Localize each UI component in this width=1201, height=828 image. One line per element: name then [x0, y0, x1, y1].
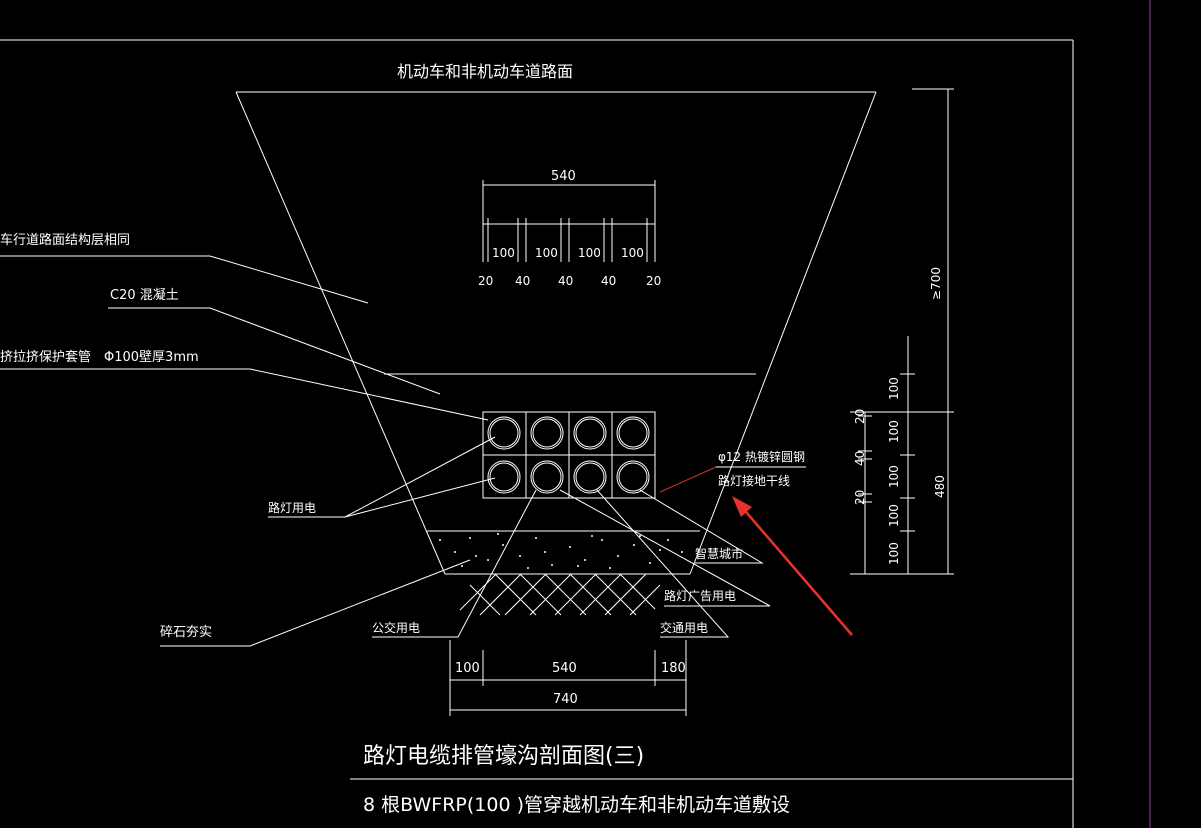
dim-right-stack-5: 100	[887, 542, 901, 565]
pipe	[618, 462, 648, 492]
dim-right-stack-4: 100	[887, 504, 901, 527]
label-smart-city: 智慧城市	[695, 546, 743, 561]
label-bus-power: 公交用电	[372, 620, 420, 635]
dim-right-stack-1: 100	[887, 377, 901, 400]
pipe	[618, 418, 648, 448]
dim-bottom-total: 740	[553, 692, 578, 707]
label-gravel: 碎石夯实	[160, 625, 212, 640]
dim-right-depth: ≥700	[929, 267, 943, 300]
dim-gap-2: 40	[515, 274, 530, 288]
right-dimension	[850, 88, 954, 575]
label-streetlight-power: 路灯用电	[268, 500, 316, 515]
drawing-subtitle: 8 根BWFRP(100 )管穿越机动车和非机动车道敷设	[363, 794, 790, 816]
label-protective-pipe: 挤拉挤保护套管 Φ100壁厚3mm	[0, 349, 199, 365]
road-surface-label: 机动车和非机动车道路面	[397, 62, 573, 81]
red-arrow-annotation	[732, 496, 853, 636]
dim-cell-2: 100	[535, 246, 558, 260]
pipe	[532, 418, 562, 448]
dim-cell-3: 100	[578, 246, 601, 260]
pipe	[616, 416, 650, 450]
dim-right-gap-3: 20	[853, 490, 867, 505]
dim-bottom-mid: 540	[552, 661, 577, 676]
dim-cell-4: 100	[621, 246, 644, 260]
drawing-frame	[0, 0, 1151, 828]
dim-right-stack-2: 100	[887, 420, 901, 443]
pipe	[575, 462, 605, 492]
label-ground-wire: 路灯接地干线	[718, 473, 790, 488]
pipe	[530, 416, 564, 450]
dim-gap-5: 20	[646, 274, 661, 288]
dim-cell-1: 100	[492, 246, 515, 260]
dim-bottom-right: 180	[661, 661, 686, 676]
pipe	[575, 418, 605, 448]
pipe	[573, 416, 607, 450]
dim-gap-1: 20	[478, 274, 493, 288]
top-dimension	[482, 180, 656, 262]
bottom-dimension	[449, 640, 687, 716]
label-traffic-power: 交通用电	[660, 620, 708, 635]
label-layer-structure: 车行道路面结构层相同	[0, 232, 130, 248]
pipe	[530, 460, 564, 494]
pipe	[489, 462, 519, 492]
dim-right-gap-1: 20	[853, 409, 867, 424]
gravel-layer	[439, 533, 683, 569]
pipe	[487, 460, 521, 494]
label-ad-power: 路灯广告用电	[664, 588, 736, 603]
dim-right-gap-2: 40	[853, 451, 867, 466]
pipe	[487, 416, 521, 450]
drawing-title: 路灯电缆排管壕沟剖面图(三)	[363, 744, 644, 769]
dim-right-stack-3: 100	[887, 465, 901, 488]
label-rebar: φ12 热镀锌圆钢	[718, 450, 805, 464]
dim-right-total: 480	[933, 475, 947, 498]
leader-lines	[0, 255, 806, 647]
pipe	[489, 418, 519, 448]
dim-gap-4: 40	[601, 274, 616, 288]
dim-top-total: 540	[551, 169, 576, 184]
pipe	[573, 460, 607, 494]
dim-bottom-left: 100	[455, 661, 480, 676]
label-c20-concrete: C20 混凝土	[110, 287, 179, 303]
pipe	[616, 460, 650, 494]
compacted-hatch	[459, 573, 661, 616]
trench-outline	[235, 91, 877, 575]
pipe-block	[482, 411, 656, 499]
pipe	[532, 462, 562, 492]
dim-gap-3: 40	[558, 274, 573, 288]
